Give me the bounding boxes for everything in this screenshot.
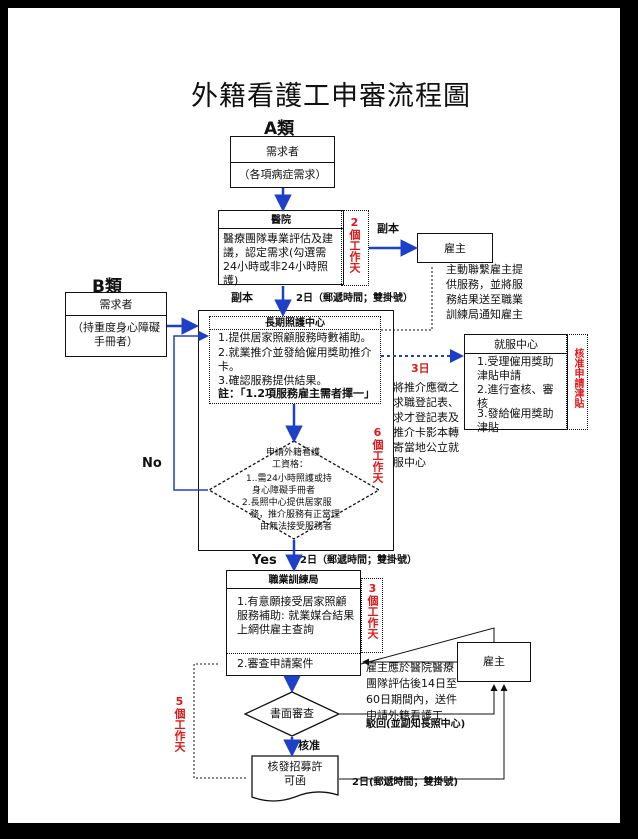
copy-label-1: 副本 — [377, 222, 399, 235]
subsidy-frame — [566, 334, 588, 430]
subsidy-label: 核准申請津貼 — [572, 348, 583, 408]
employer-top-label: 雇主 — [444, 242, 466, 255]
care-center-item-3: 3.確認服務提供結果。 — [218, 374, 328, 387]
referral-note: 將推介應徵之求職登記表、求才登記表及推介卡影本轉寄當地公立就服中心 — [393, 381, 459, 469]
decision-line-2: 工資格： — [272, 460, 309, 470]
decision-line-1: 申請外籍看護 — [266, 448, 321, 458]
demander-b-box: 需求者 （持重度身心障礙手冊者） — [65, 292, 167, 357]
employer-bottom-label: 雇主 — [483, 655, 505, 668]
decision-line-4: 身心障礙手冊者 — [252, 486, 316, 496]
days-3-evta: 3個工作天 — [366, 582, 379, 639]
demander-b-subtitle: （持重度身心障礙手冊者） — [72, 321, 160, 348]
care-center-title: 長期照護中心 — [265, 318, 325, 329]
days-6: 6個工作天 — [371, 426, 384, 483]
permit-label: 核發招募許可函 — [267, 760, 323, 787]
employer-bottom-note: 雇主應於醫院醫療團隊評估後14日至60日期間內，送件申請外籍看護工 — [366, 661, 457, 722]
employer-note: 主動聯繫雇主提供服務，並將服務結果送至職業訓練局通知雇主 — [446, 263, 523, 321]
decision-line-5: 2.長照中心提供居家服 — [242, 498, 332, 508]
page-title: 外籍看護工申審流程圖 — [191, 81, 471, 112]
days-2-top: 2日（郵遞時間；雙掛號） — [296, 293, 413, 304]
written-review-decision: 書面審查 — [244, 691, 340, 737]
evta-item-1: 1.有意願接受居家照顧服務補助: 就業媒合結果上網供雇主查詢 — [237, 595, 355, 636]
decision-line-7: 由無法接受服務者 — [260, 522, 333, 532]
decision-line-6: 務，推介服務有正當理 — [250, 510, 341, 520]
employment-center-box: 就服中心 1.受理僱用獎助津貼申請 2.進行查核、審核 3.發給僱用獎助津貼 — [464, 334, 568, 434]
evta-days-frame — [361, 578, 383, 653]
employment-center-item-1: 1.受理僱用獎助津貼申請 — [477, 355, 554, 382]
care-center-item-1: 1.提供居家照顧服務時數補助。 — [218, 331, 372, 344]
days-2-mid: 2日（郵遞時間；雙掛號） — [300, 555, 417, 566]
hospital-days-frame — [341, 210, 369, 286]
rejected-label: 駁回(並副知長照中心) — [366, 719, 466, 730]
decision-line-3: 1..需24小時照護或持 — [246, 474, 332, 484]
permit-document: 核發招募許可函 — [251, 755, 339, 803]
care-center-note: 註：「1.2項服務雇主需者擇一」 — [218, 387, 375, 400]
evta-box: 職業訓練局 1.有意願接受居家照顧服務補助: 就業媒合結果上網供雇主查詢 2.審… — [226, 570, 361, 676]
employment-center-item-2: 2.進行查核、審核 — [477, 383, 554, 410]
days-3-mid: 3日 — [411, 362, 430, 375]
employer-top-box: 雇主 — [417, 233, 493, 263]
employer-bottom-box: 雇主 — [457, 642, 531, 682]
demander-a-subtitle: （各項病症需求） — [238, 168, 327, 181]
demander-b-title: 需求者 — [99, 298, 133, 311]
demander-a-box: 需求者 （各項病症需求） — [230, 136, 335, 188]
evta-title: 職業訓練局 — [268, 575, 319, 586]
no-label: No — [142, 456, 162, 471]
flowchart-page: 外籍看護工申審流程圖 A類 需求者 （各項病症需求） 醫院 醫療團隊專業評估及建… — [8, 8, 620, 823]
care-center-item-2: 2.就業推介並發給僱用獎助推介卡。 — [218, 346, 372, 373]
care-process-frame — [198, 310, 394, 551]
days-5: 5個工作天 — [173, 695, 186, 752]
eligibility-decision: 申請外籍看護 工資格： 1..需24小時照護或持 身心障礙手冊者 2.長照中心提… — [208, 440, 380, 540]
hospital-box: 醫院 醫療團隊專業評估及建議，認定需求(勾選需24小時或非24小時照護) — [218, 210, 344, 287]
yes-label: Yes — [252, 553, 277, 568]
connectors — [167, 188, 508, 780]
written-review-label: 書面審查 — [270, 707, 314, 720]
hospital-body: 醫療團隊專業評估及建議，認定需求(勾選需24小時或非24小時照護) — [223, 232, 333, 287]
hospital-title: 醫院 — [271, 215, 291, 226]
evta-item-2: 2.審查申請案件 — [237, 657, 314, 670]
approved-label: 核准 — [298, 739, 320, 752]
hospital-days: 2個工作天 — [348, 216, 361, 273]
employment-center-item-3: 3.發給僱用獎助津貼 — [477, 407, 554, 434]
copy-label-2: 副本 — [231, 291, 253, 304]
demander-a-title: 需求者 — [266, 145, 299, 158]
care-center-box — [209, 316, 381, 404]
days-2-bottom: 2日(郵遞時間；雙掛號) — [352, 777, 459, 788]
section-a-label: A類 — [264, 119, 295, 139]
employment-center-title: 就服中心 — [494, 338, 538, 351]
